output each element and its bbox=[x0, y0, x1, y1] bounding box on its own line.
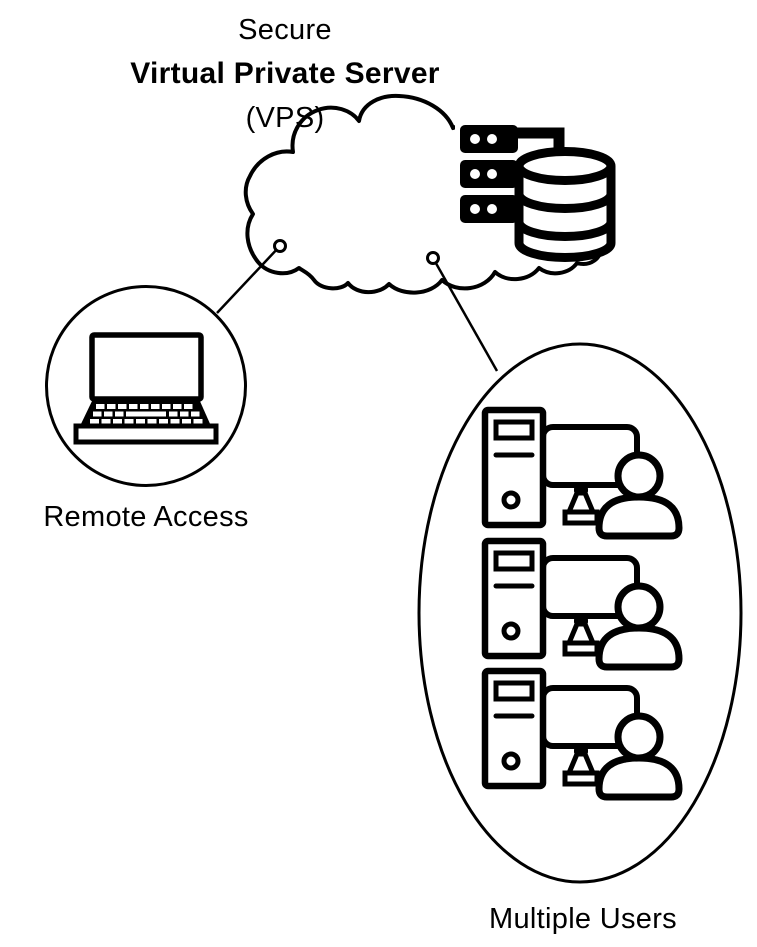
database-band-2 bbox=[514, 221, 616, 241]
connector-line-remote bbox=[216, 245, 281, 314]
diagram-title: Secure Virtual Private Server (VPS) bbox=[60, 8, 510, 140]
laptop-base bbox=[73, 423, 219, 445]
server-stack-icon bbox=[455, 118, 565, 230]
server-led bbox=[470, 204, 480, 214]
title-line-vps: (VPS) bbox=[245, 102, 325, 134]
remote-access-label: Remote Access bbox=[43, 501, 249, 533]
laptop-screen bbox=[89, 332, 204, 402]
multiple-users-label: Multiple Users bbox=[489, 903, 677, 935]
title-line-secure: Secure bbox=[238, 14, 332, 46]
connector-node-remote bbox=[273, 239, 287, 253]
laptop-keys-row-1 bbox=[96, 404, 193, 409]
laptop-icon bbox=[73, 332, 219, 445]
connector-line-users bbox=[431, 257, 499, 372]
database-cylinder-icon bbox=[514, 147, 616, 262]
laptop-keys-row-2 bbox=[93, 411, 200, 417]
title-line-virtual-private-server: Virtual Private Server bbox=[130, 57, 440, 90]
server-led bbox=[487, 134, 497, 144]
server-led bbox=[487, 204, 497, 214]
database-top-rim bbox=[514, 165, 616, 185]
connector-node-users bbox=[426, 251, 440, 265]
laptop-keys-row-3 bbox=[90, 419, 203, 424]
server-led bbox=[470, 169, 480, 179]
server-led bbox=[470, 134, 480, 144]
server-led bbox=[487, 169, 497, 179]
database-band-1 bbox=[514, 193, 616, 213]
